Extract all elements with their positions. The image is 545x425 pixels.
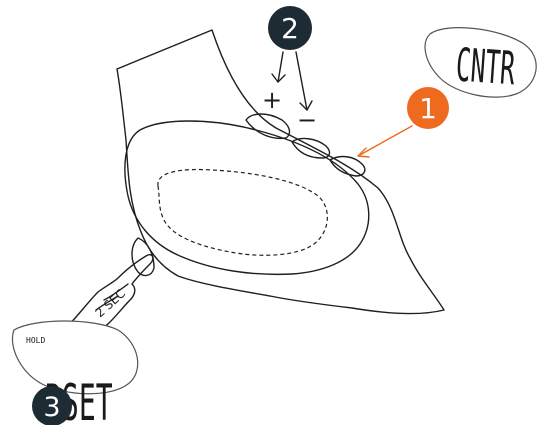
step-3-number: 3 (43, 392, 60, 423)
side-button-upper[interactable] (245, 113, 291, 140)
step-2-circle (268, 6, 312, 50)
display-top-right: CNTR (424, 27, 537, 98)
step-2-badge: 2 (268, 6, 312, 50)
minus-symbol: − (297, 106, 317, 134)
side-button-middle[interactable] (291, 137, 331, 159)
arrow-to-plus (277, 51, 284, 83)
step-1-circle (407, 87, 449, 129)
display-bottom-left-bubble (11, 320, 139, 395)
screen-outline (157, 168, 328, 256)
display-bottom-left: HOLD RSET (11, 320, 139, 425)
step-1-number: 1 (419, 92, 437, 125)
display-top-right-bubble (424, 27, 537, 98)
hand-finger-line-2 (95, 295, 119, 311)
hand-outline (63, 254, 154, 343)
arrow-to-minus (295, 51, 308, 111)
arrow-to-lower-button (357, 125, 413, 157)
step-2-number: 2 (281, 12, 299, 45)
display-bottom-left-label: HOLD (26, 336, 45, 345)
plus-symbol: + (262, 86, 282, 114)
step-3-circle (32, 386, 72, 425)
side-button-lower[interactable] (329, 155, 366, 177)
arrow-to-lower-button-head (357, 147, 370, 158)
arrow-to-plus-head (271, 73, 286, 83)
step-1-badge: 1 (407, 87, 449, 129)
display-top-right-text: CNTR (454, 38, 517, 96)
device-body (116, 29, 445, 315)
device-face (124, 120, 370, 276)
arrow-to-minus-head (299, 100, 313, 111)
side-button-left[interactable] (131, 237, 155, 277)
step-3-badge: 3 (32, 386, 72, 425)
hand-finger-line (103, 283, 129, 301)
